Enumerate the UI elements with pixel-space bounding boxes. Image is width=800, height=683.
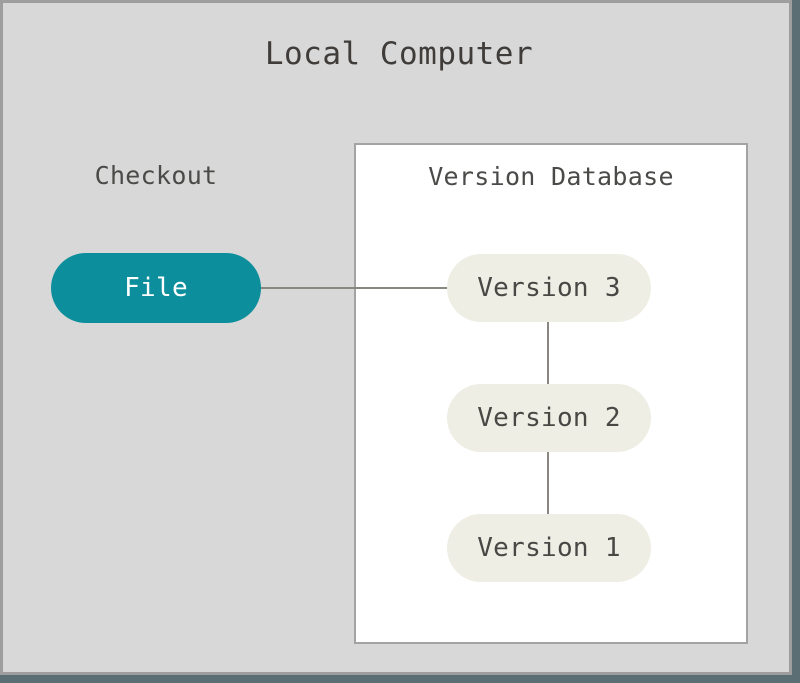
file-node[interactable]: File [51,253,261,323]
version-node-3[interactable]: Version 3 [447,254,651,322]
connector-file-to-version3 [256,287,452,289]
checkout-label: Checkout [94,161,218,190]
local-computer-panel: Local Computer Checkout Version Database… [0,0,792,675]
version-node-2[interactable]: Version 2 [447,384,651,452]
connector-version2-to-version1 [547,449,549,519]
version-node-1[interactable]: Version 1 [447,514,651,582]
connector-version3-to-version2 [547,319,549,389]
version-database-label: Version Database [428,162,674,191]
page-title: Local Computer [264,36,534,72]
